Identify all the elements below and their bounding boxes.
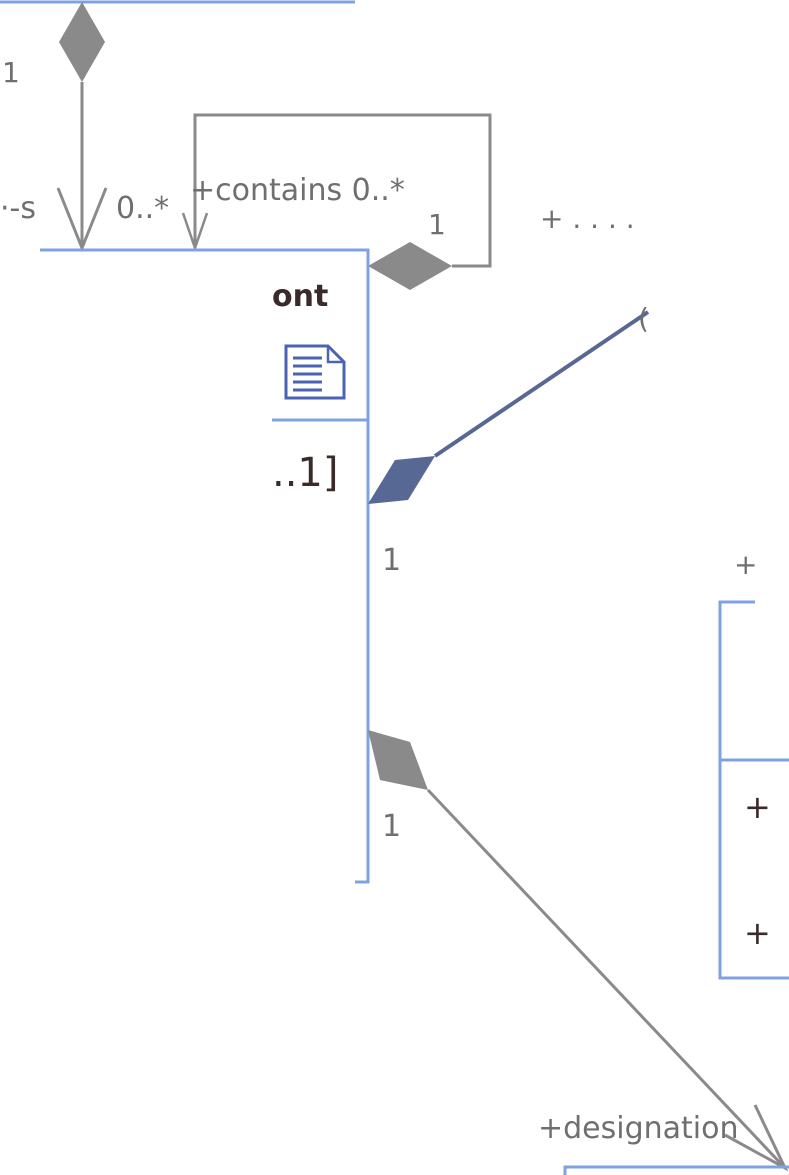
contains-self-association[interactable] [193, 113, 492, 268]
right-association-multiplicity-label: 1 [382, 543, 401, 578]
left-role-fragment-label: ·-s [0, 191, 36, 226]
top-composition-diamond[interactable] [59, 2, 105, 82]
right-composition-line[interactable] [433, 310, 650, 458]
central-class-name-fragment: ont [272, 279, 328, 314]
right-class-attribute-2: + [744, 914, 771, 952]
contains-owner-multiplicity-label: 1 [428, 208, 446, 241]
lower-association-multiplicity-label: 1 [382, 809, 401, 844]
right-role-fragment-label: + . . . . [540, 202, 635, 235]
contains-arrowhead [181, 212, 209, 252]
designation-composition-diamond[interactable] [368, 730, 428, 790]
right-class-box[interactable] [718, 600, 789, 980]
left-multiplicity-label: 0..* [116, 191, 169, 226]
contains-role-label: +contains 0..* [190, 173, 405, 208]
top-composition-arrowhead [56, 187, 108, 253]
designation-class-box-top[interactable] [563, 1165, 789, 1175]
central-class-box[interactable] [40, 248, 370, 884]
right-class-role-fragment: + [734, 548, 757, 581]
document-icon [284, 344, 346, 400]
right-class-attribute-1: + [744, 788, 771, 826]
designation-association-line[interactable] [426, 788, 787, 1170]
right-composition-diamond[interactable] [368, 456, 435, 504]
central-class-attribute-fragment: ..1] [272, 450, 338, 496]
right-end-multiplicity-label: ( [638, 302, 649, 335]
contains-composition-diamond[interactable] [368, 242, 452, 290]
designation-role-label: +designation [538, 1111, 739, 1146]
top-multiplicity-label: 1 [2, 56, 20, 89]
